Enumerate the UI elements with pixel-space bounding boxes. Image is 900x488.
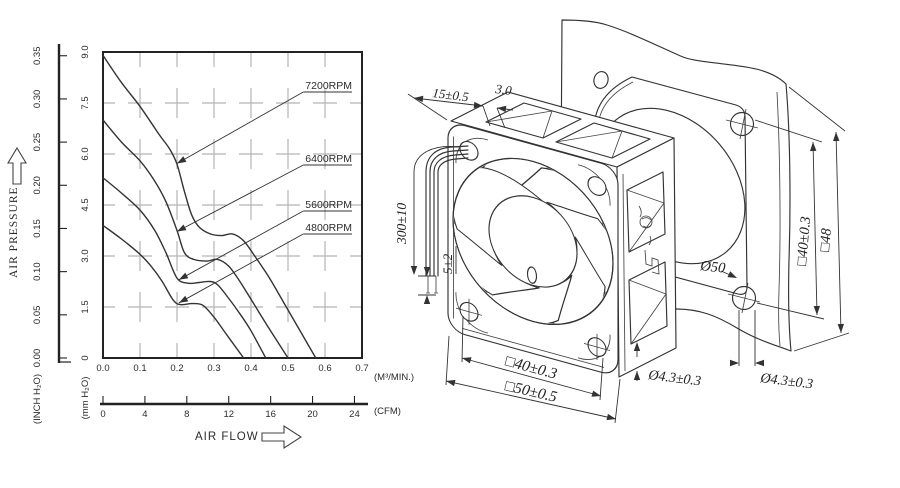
y-tick-mm: 7.5 (80, 96, 91, 109)
fan-body (447, 91, 677, 378)
x-unit-cfm: (CFM) (374, 406, 401, 417)
inch-tick-label: 0.00 (32, 349, 43, 368)
x-tick-m3min: 0.3 (207, 363, 220, 374)
leader-arrowhead (177, 224, 187, 232)
dim-lead-wire-length: 300±10 (394, 203, 409, 245)
up-arrow-icon (7, 146, 27, 185)
leader-arrowhead (177, 156, 187, 164)
x-axis-title: AIR FLOW (195, 431, 259, 443)
curve-5600rpm (102, 177, 267, 359)
x-tick-m3min: 0.0 (96, 363, 109, 374)
label-7200rpm: 7200RPM (305, 80, 352, 92)
dim-panel-cutout-dia: Ø50 (699, 258, 727, 277)
panel-mounting-hole-bottom (727, 282, 761, 314)
y-tick-mm: 4.5 (80, 198, 91, 211)
curve-6400rpm (102, 119, 289, 359)
y-tick-mm: 9.0 (80, 45, 91, 58)
lead-wires (425, 145, 469, 294)
fan-performance-chart: 0.0 0.1 0.2 0.3 0.4 0.5 0.6 0.7 (M³/MIN.) 0 4 8 12 16… (7, 44, 414, 450)
hub-notch (526, 266, 538, 284)
cfm-tick-label: 12 (223, 409, 234, 420)
fan-front-face (447, 124, 619, 374)
cfm-tick-label: 0 (100, 409, 105, 420)
leader-arrowhead (178, 295, 189, 303)
cfm-tick-label: 4 (142, 409, 147, 420)
y-tick-mm: 3.0 (80, 249, 91, 262)
cfm-tick-label: 20 (307, 409, 318, 420)
x-tick-m3min: 0.5 (281, 363, 294, 374)
label-4800rpm: 4800RPM (305, 222, 352, 234)
inch-tick-label: 0.05 (32, 306, 43, 325)
plot-frame (102, 51, 363, 359)
label-5600rpm: 5600RPM (305, 199, 352, 211)
curve-4800rpm (102, 224, 245, 359)
x-tick-m3min: 0.6 (318, 363, 331, 374)
y-tick-mm: 0 (80, 355, 91, 360)
label-leader (178, 210, 304, 281)
y-unit-mm: (mm H₂O) (80, 377, 91, 420)
inch-tick-label: 0.15 (32, 219, 43, 238)
fan-side-face (616, 137, 677, 378)
x-tick-m3min: 0.4 (244, 363, 257, 374)
leader-arrowhead (178, 272, 189, 280)
y-axis-title: AIR PRESSURE (8, 186, 20, 278)
dim-panel-hole-dia: Ø4.3±0.3 (759, 371, 814, 392)
dim-panel-hole-pitch: □40±0.3 (794, 216, 814, 267)
label-leader (178, 233, 304, 304)
x-tick-m3min: 0.7 (355, 363, 368, 374)
fan-isometric-drawing: 15±0.5 3.0 300±10 5±2 □40±0.3 □50±0.5 Ø4… (394, 19, 850, 424)
dim-frame-hole-dia: Ø4.3±0.3 (647, 368, 702, 389)
dim-strip-length: 5±2 (440, 253, 455, 274)
x-unit-m3min: (M³/MIN.) (374, 372, 414, 383)
inch-tick-label: 0.30 (32, 90, 43, 109)
label-leader (176, 91, 304, 164)
curve-7200rpm (102, 55, 317, 359)
y-tick-mm: 1.5 (80, 300, 91, 313)
y-unit-inch: (INCH H₂O) (32, 374, 43, 424)
cfm-tick-label: 24 (349, 409, 360, 420)
label-6400rpm: 6400RPM (305, 153, 352, 165)
panel-corner-hole (593, 71, 609, 89)
latch-detail (644, 249, 660, 275)
dim-frame-size: □50±0.5 (503, 377, 558, 405)
right-arrow-icon (261, 424, 303, 450)
inch-tick-label: 0.10 (32, 262, 43, 281)
fan-hub (488, 195, 578, 288)
x-tick-m3min: 0.1 (133, 363, 146, 374)
fan-hole-tr (587, 176, 607, 196)
x-tick-m3min: 0.2 (170, 363, 183, 374)
inch-tick-label: 0.20 (32, 176, 43, 195)
label-leader (176, 164, 304, 232)
inch-tick-label: 0.25 (32, 133, 43, 152)
cfm-tick-label: 16 (265, 409, 276, 420)
dim-depth: 15±0.5 (432, 85, 470, 104)
dimension-lines (407, 86, 850, 424)
dim-flange-inset: 3.0 (494, 81, 513, 98)
y-tick-mm: 6.0 (80, 147, 91, 160)
brand-logo-icon (638, 205, 653, 246)
panel-mounting-hole-top (725, 108, 759, 140)
cfm-tick-label: 8 (184, 409, 189, 420)
dim-panel-outline: □48 (817, 227, 835, 252)
inch-tick-label: 0.35 (32, 46, 43, 65)
